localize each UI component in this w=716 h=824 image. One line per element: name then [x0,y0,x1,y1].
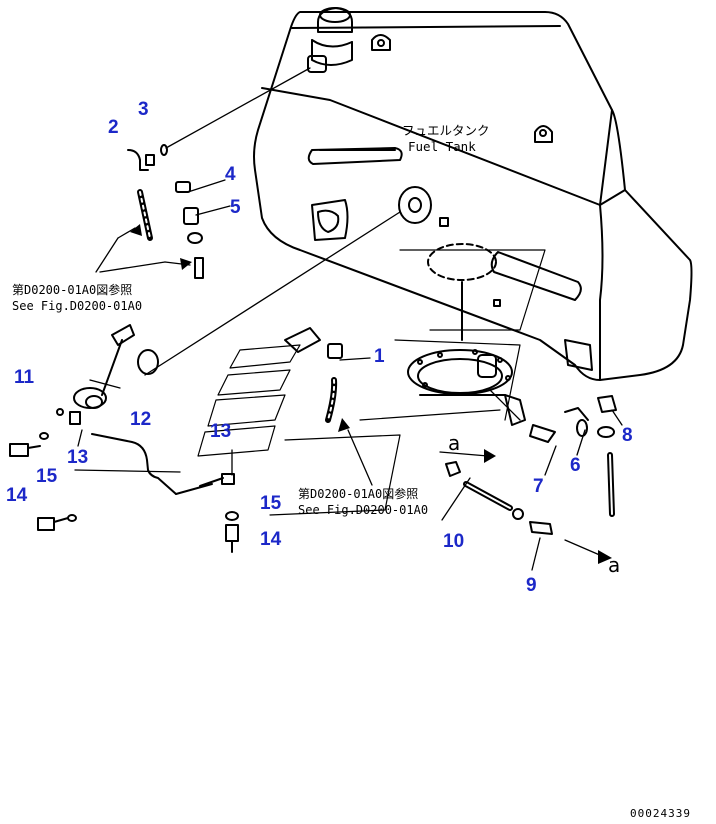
tank-label-jp: フュエルタンク [402,123,490,138]
callout-7: 7 [533,476,544,497]
o-ring [137,349,159,375]
hose-upper [137,189,153,241]
callout-2: 2 [108,117,119,138]
reference-jp-2: 第D0200-01A0図参照 [298,487,419,501]
callout-11: 11 [14,367,35,388]
callout-4: 4 [225,164,236,185]
callout-15-right: 15 [260,493,282,514]
reference-jp-1: 第D0200-01A0図参照 [12,283,133,297]
callout-14-left: 14 [6,485,28,506]
callout-12: 12 [130,409,152,430]
arrow-letter-a-2: a [608,553,621,577]
callout-1: 1 [374,346,385,367]
callout-8: 8 [622,425,633,446]
reference-en-1: See Fig.D0200-01A0 [12,299,143,313]
arrowheads [130,224,612,564]
callout-6: 6 [570,455,581,476]
tank-label-en: Fuel Tank [408,139,476,154]
background-hatching [197,249,546,516]
callout-14-right: 14 [260,529,282,550]
callout-3: 3 [138,99,149,120]
sender-plate [407,349,526,426]
part-number: 00024339 [630,807,691,820]
callout-15-left: 15 [36,466,58,487]
leader-lines [74,67,623,571]
hose-lower [325,377,338,423]
fuel-sender-unit [56,324,135,425]
callout-13-left: 13 [67,447,89,468]
arrow-letter-a-1: a [448,431,461,455]
callout-9: 9 [526,575,537,596]
tube-12 [91,433,235,495]
callout-10: 10 [443,531,465,552]
reference-en-2: See Fig.D0200-01A0 [298,503,429,517]
fittings [9,144,617,553]
fuel-tank [253,7,693,381]
callout-5: 5 [230,197,241,218]
callout-13-right: 13 [210,421,232,442]
